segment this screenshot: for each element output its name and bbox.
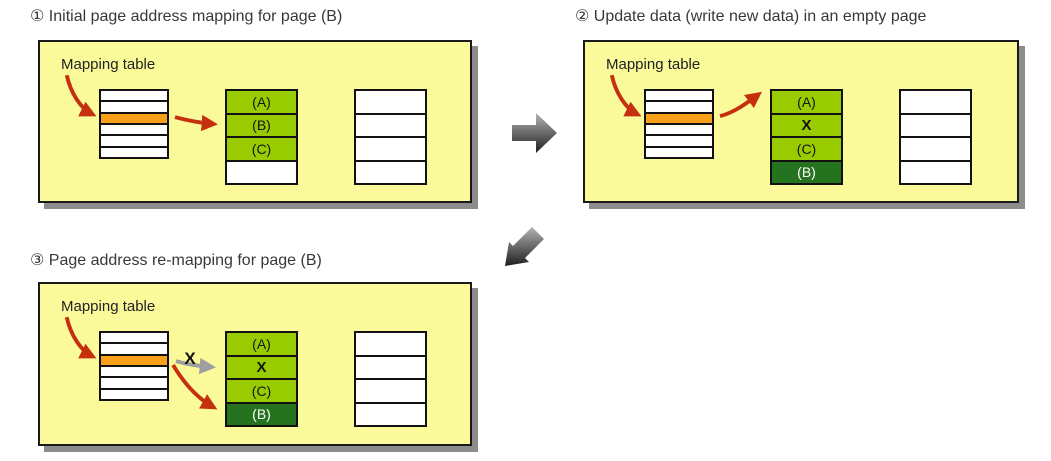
mapping-table-label: Mapping table	[61, 298, 156, 315]
flow-arrow-right	[512, 113, 557, 153]
flash-page-row	[356, 380, 425, 404]
map-row	[101, 333, 167, 345]
panel3-title: ③ Page address re-mapping for page (B)	[30, 252, 322, 269]
panel1-box: Mapping table (A) (B) (C)	[38, 40, 472, 203]
flash-page-row-invalidated: X	[772, 114, 841, 138]
flash-page-row	[901, 91, 970, 115]
map-row	[646, 102, 712, 114]
flash-page-row-new: (B)	[227, 403, 296, 425]
mapping-table-label: Mapping table	[61, 56, 156, 73]
flash-page-row: (C)	[227, 138, 296, 162]
flash-block-1: (A) X (C) (B)	[225, 331, 298, 427]
map-row	[101, 91, 167, 103]
flash-page-row-invalidated: X	[227, 356, 296, 380]
mapping-table-label: Mapping table	[606, 56, 701, 73]
map-row-highlighted	[646, 113, 712, 125]
map-row-highlighted	[101, 355, 167, 367]
flash-page-row	[356, 114, 425, 138]
flash-page-row: (C)	[227, 380, 296, 404]
map-row	[101, 136, 167, 148]
remap-cross-label: X	[184, 349, 196, 368]
label-to-row-arrow	[64, 316, 97, 359]
flash-block-2	[354, 89, 427, 185]
panel2-title: ② Update data (write new data) in an emp…	[575, 8, 927, 25]
flash-page-row: (B)	[227, 114, 296, 138]
flow-arrow-down-left	[505, 227, 544, 266]
map-row	[646, 147, 712, 157]
mapping-table	[99, 89, 169, 159]
flash-page-row	[356, 333, 425, 357]
mapping-arrow	[174, 114, 218, 132]
flash-page-row	[901, 114, 970, 138]
map-row	[101, 366, 167, 379]
flash-page-row-new: (B)	[772, 161, 841, 183]
label-to-row-arrow	[64, 74, 97, 117]
flash-page-row: (A)	[227, 333, 296, 357]
map-row	[101, 378, 167, 390]
map-row	[646, 124, 712, 137]
map-row	[646, 136, 712, 148]
flash-page-row	[356, 138, 425, 162]
write-new-page-arrow	[719, 91, 763, 119]
flash-block-1: (A) (B) (C)	[225, 89, 298, 185]
remap-arrow	[171, 363, 218, 410]
map-row	[101, 147, 167, 157]
map-row	[101, 124, 167, 137]
map-row	[101, 102, 167, 114]
flash-page-row	[901, 161, 970, 183]
flash-page-row	[356, 91, 425, 115]
map-row	[101, 344, 167, 356]
flash-page-row	[356, 356, 425, 380]
mapping-table	[644, 89, 714, 159]
mapping-table	[99, 331, 169, 401]
flash-page-row: (C)	[772, 138, 841, 162]
flash-page-row	[356, 161, 425, 183]
flash-page-row	[901, 138, 970, 162]
map-row	[101, 389, 167, 399]
flash-block-1: (A) X (C) (B)	[770, 89, 843, 185]
map-row	[646, 91, 712, 103]
flash-page-row: (A)	[772, 91, 841, 115]
flash-page-row	[356, 403, 425, 425]
flash-block-2	[899, 89, 972, 185]
panel3-box: Mapping table (A) X (C) (B)	[38, 282, 472, 446]
flash-block-2	[354, 331, 427, 427]
flash-page-row	[227, 161, 296, 183]
flash-page-row: (A)	[227, 91, 296, 115]
panel2-box: Mapping table (A) X (C) (B)	[583, 40, 1019, 203]
panel1-title: ① Initial page address mapping for page …	[30, 8, 343, 25]
map-row-highlighted	[101, 113, 167, 125]
label-to-row-arrow	[609, 74, 642, 117]
